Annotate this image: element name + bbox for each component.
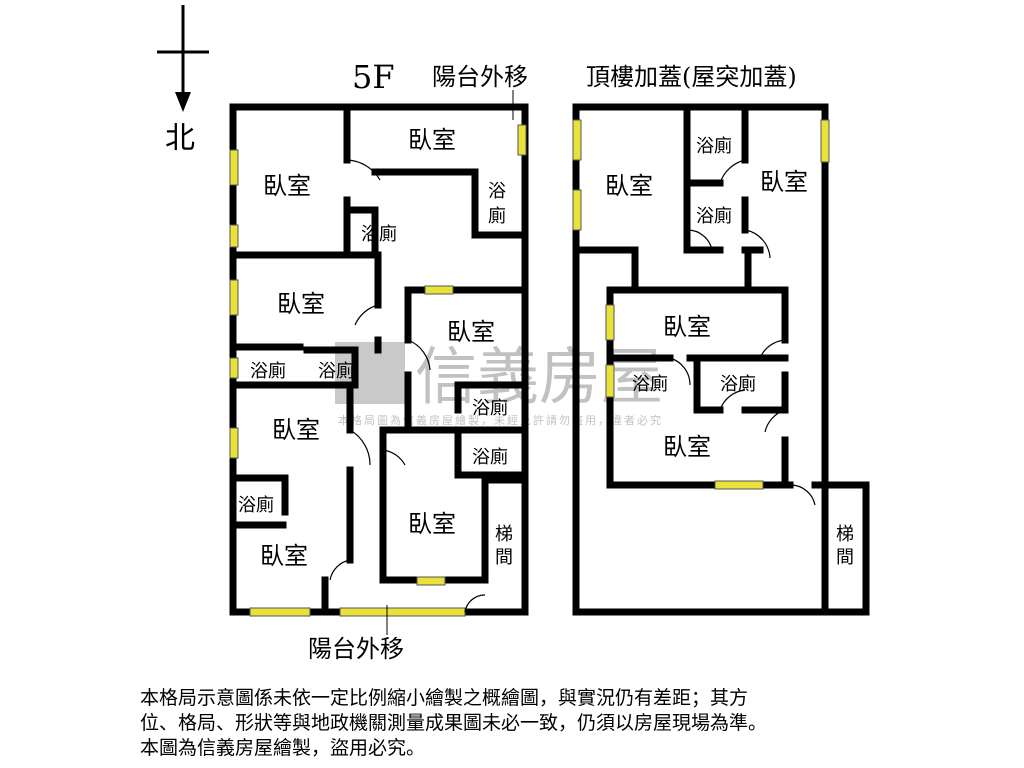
window — [229, 357, 239, 379]
disclaimer-line: 位、格局、形狀等與地政機關測量成果圖未必一致，仍須以房屋現場為準。 — [140, 712, 768, 734]
window — [572, 189, 582, 231]
window — [572, 119, 582, 161]
room-label: 臥室 — [272, 416, 320, 444]
room-label: 浴廁 — [361, 223, 397, 245]
window — [249, 607, 311, 617]
room-label: 臥室 — [408, 510, 456, 538]
balcony-label-top: 陽台外移 — [432, 63, 528, 91]
north-arrow-icon — [157, 5, 209, 112]
room-label: 臥室 — [277, 290, 325, 318]
room-label: 浴廁 — [632, 373, 668, 395]
room-label: 浴廁 — [696, 135, 732, 157]
window — [714, 480, 764, 490]
room-label: 浴廁 — [472, 397, 508, 419]
disclaimer-line: 本格局示意圖係未依一定比例縮小繪製之概繪圖，與實況仍有差距；其方 — [140, 687, 749, 709]
floor-roof-title: 頂樓加蓋(屋突加蓋) — [586, 63, 797, 91]
window — [229, 427, 239, 459]
balcony-label-bottom: 陽台外移 — [308, 635, 404, 663]
room-label: 浴廁 — [238, 494, 274, 516]
room-label: 間 — [495, 547, 513, 568]
room-label: 臥室 — [408, 126, 456, 154]
room-label: 間 — [836, 547, 854, 568]
room-label: 浴 — [488, 181, 506, 202]
room-label: 臥室 — [263, 172, 311, 200]
room-label: 浴廁 — [696, 205, 732, 227]
room-label: 臥室 — [663, 313, 711, 341]
floor-roof-walls — [572, 103, 870, 616]
window — [605, 304, 615, 341]
window — [424, 285, 454, 295]
floor-5f-walls — [229, 90, 529, 635]
window — [605, 364, 615, 398]
disclaimer-line: 本圖為信義房屋繪製，盜用必究。 — [140, 737, 426, 759]
window — [517, 124, 527, 156]
window — [820, 119, 830, 163]
room-label: 浴廁 — [250, 360, 286, 382]
window — [229, 149, 239, 186]
disclaimer: 本格局示意圖係未依一定比例縮小繪製之概繪圖，與實況仍有差距；其方 位、格局、形狀… — [140, 686, 900, 761]
room-label: 臥室 — [260, 542, 308, 570]
room-label: 臥室 — [663, 433, 711, 461]
window — [339, 607, 466, 617]
watermark-brand: 信義房屋 — [415, 340, 663, 413]
room-label: 梯 — [836, 524, 854, 545]
room-label: 浴廁 — [720, 373, 756, 395]
room-label: 臥室 — [447, 318, 495, 346]
room-label: 臥室 — [605, 172, 653, 200]
north-label: 北 — [165, 121, 195, 156]
room-label: 梯 — [495, 524, 513, 545]
room-label: 浴廁 — [318, 360, 354, 382]
room-label: 廁 — [488, 205, 506, 227]
window — [229, 224, 239, 248]
floor-5f-title: 5F — [352, 58, 395, 96]
window — [229, 279, 239, 316]
room-label: 臥室 — [760, 168, 808, 196]
window — [416, 576, 446, 586]
watermark-notice: 本格局圖為信義房屋繪製，未經允許請勿盜用，違者必究 — [338, 413, 663, 427]
room-label: 浴廁 — [472, 446, 508, 468]
